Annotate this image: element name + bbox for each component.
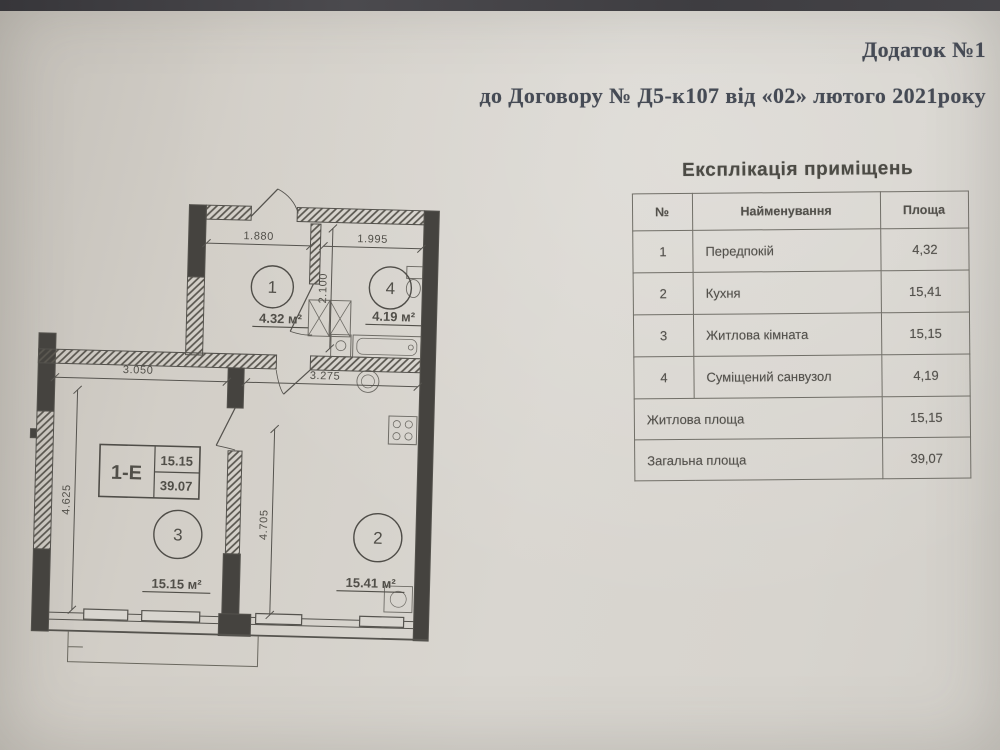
- row-name: Житлова кімната: [693, 312, 882, 357]
- table-header-row: № Найменування Площа: [632, 191, 969, 231]
- document-header: Додаток №1 до Договору № Д5-к107 від «02…: [479, 38, 986, 108]
- floor-plan-drawing: 1.880 1.995 2.100 3.050 3.275 4.625 4.70…: [29, 188, 440, 668]
- row-area: 15,15: [881, 312, 970, 355]
- area-underlines: [142, 323, 422, 594]
- apartment-type-label: 1-Е: [111, 462, 143, 485]
- room-2-number: 2: [373, 529, 383, 548]
- dim-kitchen-width: 3.275: [310, 370, 341, 383]
- col-header-name: Найменування: [692, 191, 881, 231]
- table-row: 2 Кухня 15,41: [633, 270, 970, 315]
- room-markers: [153, 265, 413, 563]
- summary-value: 15,15: [882, 396, 971, 438]
- dim-living-depth: 4.625: [60, 484, 73, 515]
- room-1-area: 4.32 м²: [259, 311, 303, 327]
- room-3-number: 3: [173, 525, 183, 544]
- type-living-area: 15.15: [160, 453, 193, 469]
- row-name: Суміщений санвузол: [693, 354, 883, 399]
- entrance-door-leaf: [250, 188, 279, 217]
- row-num: 3: [633, 314, 694, 357]
- doors: [215, 188, 314, 451]
- row-num: 4: [633, 356, 695, 399]
- living-room-door-arc: [216, 445, 236, 451]
- row-area: 15,41: [881, 270, 970, 313]
- table-row: 1 Передпокій 4,32: [632, 228, 970, 273]
- fixtures: [307, 265, 424, 614]
- kitchen-sink: [356, 369, 380, 393]
- kitchen-table: [383, 585, 414, 614]
- washing-machine: [330, 333, 352, 358]
- type-total-area: 39.07: [160, 478, 193, 494]
- photo-top-edge: [0, 0, 1000, 11]
- room-4-number: 4: [385, 279, 395, 298]
- row-area: 4,32: [880, 228, 970, 271]
- walls: [29, 204, 440, 642]
- summary-label: Житлова площа: [634, 396, 883, 440]
- dim-kitchen-depth: 4.705: [258, 509, 271, 540]
- contract-reference-line: до Договору № Д5-к107 від «02» лютого 20…: [479, 83, 986, 108]
- kitchen-door-arc: [275, 369, 284, 395]
- dim-bath-width: 1.995: [357, 233, 388, 246]
- row-num: 2: [633, 272, 694, 315]
- dim-living-width: 3.050: [123, 364, 154, 377]
- explication-table: № Найменування Площа 1 Передпокій 4,32 2…: [632, 191, 972, 482]
- table-row: 4 Суміщений санвузол 4,19: [633, 354, 971, 399]
- row-num: 1: [632, 230, 694, 273]
- summary-value: 39,07: [882, 437, 971, 479]
- col-header-num: №: [632, 193, 693, 231]
- room-1-number: 1: [267, 278, 277, 297]
- entrance-door-arc: [277, 188, 299, 214]
- windows: [48, 608, 429, 641]
- row-name: Передпокій: [692, 228, 882, 273]
- dimension-lines: [50, 224, 426, 620]
- dim-hall-width: 1.880: [243, 230, 274, 243]
- room-4-area: 4.19 м²: [372, 308, 416, 324]
- stove: [387, 415, 418, 446]
- table-row: 3 Житлова кімната 15,15: [633, 312, 970, 357]
- bathroom-door-leaf: [289, 283, 314, 332]
- floor-plan: 1.880 1.995 2.100 3.050 3.275 4.625 4.70…: [21, 181, 453, 726]
- apartment-type-box: [97, 443, 201, 500]
- bathroom-door-arc: [290, 330, 313, 336]
- row-name: Кухня: [693, 270, 882, 315]
- summary-row-living: Житлова площа 15,15: [634, 396, 971, 440]
- toilet: [405, 265, 424, 299]
- kitchen-door-leaf: [283, 369, 311, 395]
- explication-title: Експлікація приміщень: [682, 157, 914, 182]
- row-area: 4,19: [881, 354, 971, 397]
- vent-shaft: [307, 299, 352, 338]
- summary-label: Загальна площа: [634, 437, 883, 481]
- col-header-area: Площа: [880, 191, 969, 229]
- bathtub: [352, 334, 422, 360]
- dim-bath-depth: 2.100: [317, 273, 330, 304]
- dimension-labels: 1.880 1.995 2.100 3.050 3.275 4.625 4.70…: [60, 230, 388, 540]
- room-3-area: 15.15 м²: [151, 576, 202, 592]
- room-2-area: 15.41 м²: [345, 575, 396, 591]
- explication-section: Експлікація приміщень № Найменування Пло…: [632, 157, 971, 482]
- balcony-outline: [66, 631, 259, 668]
- summary-row-total: Загальна площа 39,07: [634, 437, 971, 481]
- living-room-door-leaf: [215, 407, 236, 446]
- appendix-title: Додаток №1: [862, 37, 986, 62]
